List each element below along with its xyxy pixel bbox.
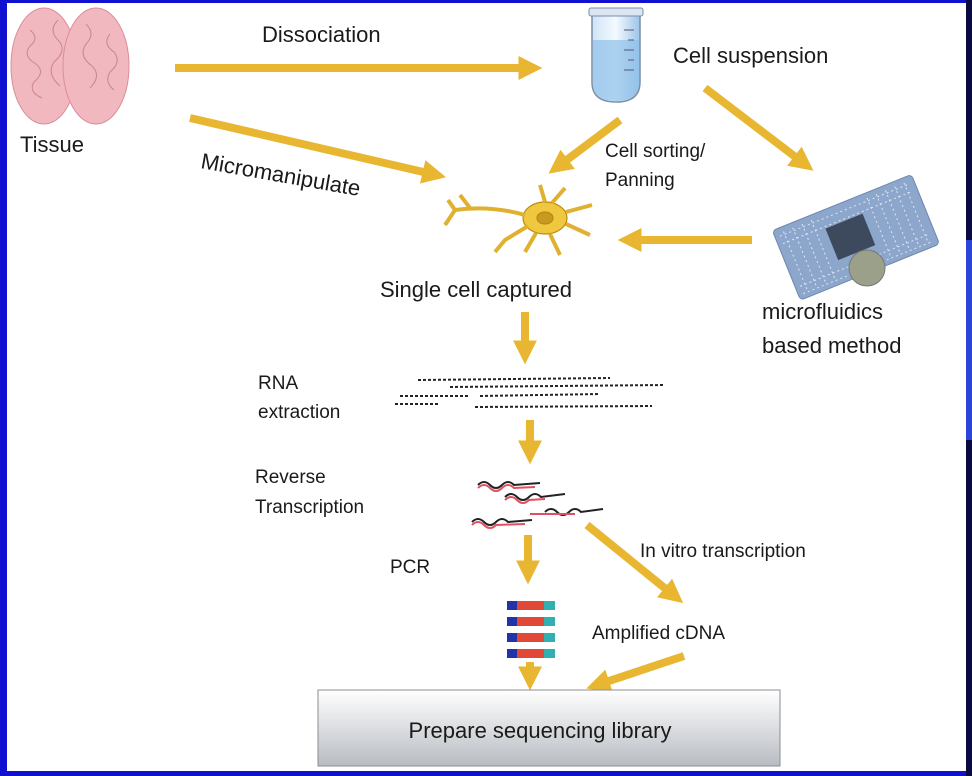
cell-suspension-label: Cell suspension <box>673 43 828 68</box>
workflow-diagram: Tissue Dissociation Cell suspension Micr… <box>10 7 939 767</box>
test-tube-icon <box>588 7 644 103</box>
microfluidics-label: microfluidics <box>762 299 883 324</box>
right-border-accent <box>966 240 972 440</box>
dissociation-label: Dissociation <box>262 22 381 47</box>
cdna-strands-icon <box>471 481 604 529</box>
diagram-canvas: Tissue Dissociation Cell suspension Micr… <box>7 3 966 771</box>
microfluidic-chip-icon <box>773 175 939 300</box>
arrow-cell-sorting <box>548 116 623 174</box>
pcr-products-icon <box>507 601 555 658</box>
arrow-cdna-to-library <box>586 652 686 693</box>
arrow-micromanipulate <box>189 114 447 184</box>
cell-sorting-label: Cell sorting/ <box>605 141 706 162</box>
tissue-label: Tissue <box>20 132 84 157</box>
amplified-cdna-label: Amplified cDNA <box>592 623 725 644</box>
arrow-in-vitro <box>584 521 684 604</box>
extraction-label: extraction <box>258 402 340 423</box>
rna-label: RNA <box>258 373 298 394</box>
based-method-label: based method <box>762 333 901 358</box>
arrows <box>175 56 814 693</box>
library-label: Prepare sequencing library <box>409 718 672 743</box>
single-cell-captured-label: Single cell captured <box>380 277 572 302</box>
arrow-to-microfluidics <box>702 84 814 171</box>
panning-label: Panning <box>605 170 675 191</box>
transcription-label: Transcription <box>255 497 364 518</box>
brain-icon <box>10 7 130 125</box>
chip-magnified-icon <box>848 249 886 287</box>
reverse-label: Reverse <box>255 467 326 488</box>
library-box <box>317 689 781 767</box>
pcr-label: PCR <box>390 557 430 578</box>
rna-strands-icon <box>395 377 666 408</box>
in-vitro-label: In vitro transcription <box>640 541 806 562</box>
neuron-icon <box>443 184 593 256</box>
